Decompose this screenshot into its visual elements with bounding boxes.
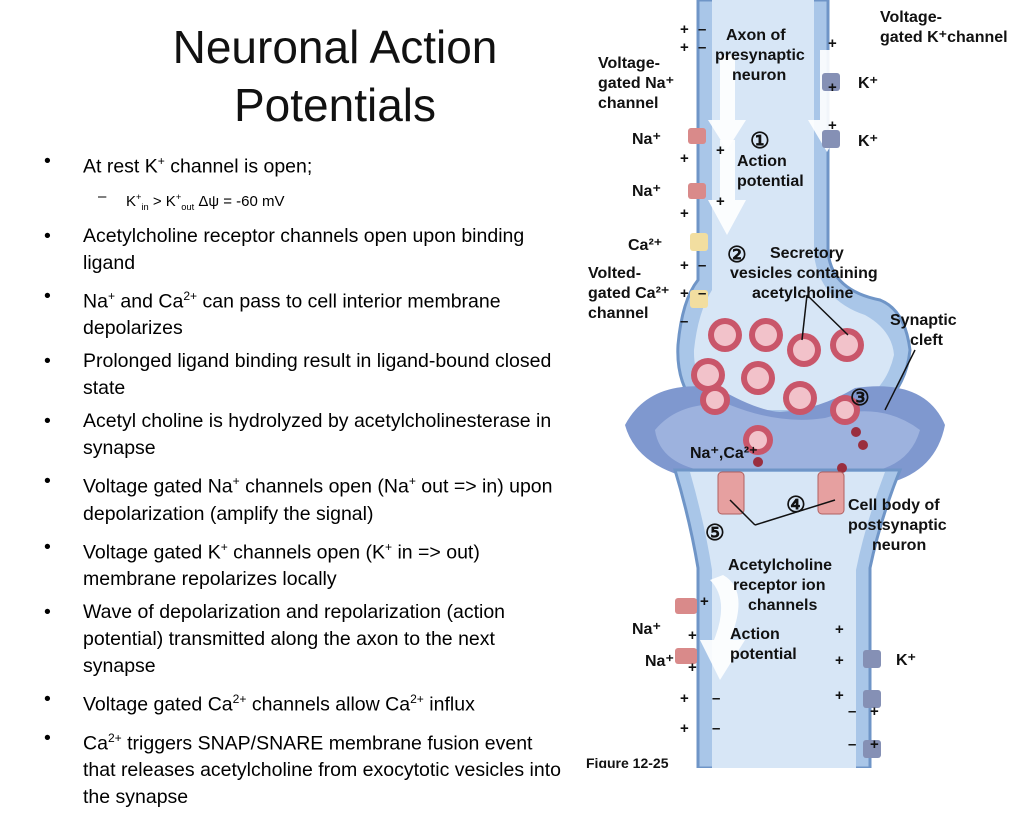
secretory-label-2: vesicles containing xyxy=(730,265,878,282)
svg-text:+: + xyxy=(680,150,689,167)
svg-text:+: + xyxy=(870,703,879,720)
na-channels xyxy=(675,128,706,664)
na-ca-label: Na⁺,Ca²⁺ xyxy=(690,445,758,462)
vg-k-label-1: Voltage- xyxy=(880,9,942,26)
axon-label-1: Axon of xyxy=(726,27,786,44)
bullet-item: Wave of depolarization and repolarizatio… xyxy=(40,599,565,680)
step-1-marker: ① xyxy=(750,128,770,153)
k-label-1: K⁺ xyxy=(858,75,878,92)
svg-text:–: – xyxy=(680,313,688,330)
bullet-item: At rest K+ channel is open; xyxy=(40,148,565,181)
svg-text:+: + xyxy=(835,687,844,704)
svg-text:+: + xyxy=(680,257,689,274)
svg-text:–: – xyxy=(698,257,706,274)
svg-text:+: + xyxy=(680,690,689,707)
bullet-item: Prolonged ligand binding result in ligan… xyxy=(40,348,565,402)
action-potential-2-label-1: Action xyxy=(730,626,780,643)
svg-text:+: + xyxy=(870,736,879,753)
sub-bullet-item: K+in > K+out Δψ = -60 mV xyxy=(40,187,565,217)
svg-text:+: + xyxy=(688,627,697,644)
secretory-label-3: acetylcholine xyxy=(752,285,853,302)
arrow-down-1 xyxy=(708,55,746,150)
na-label-1: Na⁺ xyxy=(632,131,661,148)
svg-text:+: + xyxy=(680,285,689,302)
svg-text:+: + xyxy=(700,593,709,610)
k-label-3: K⁺ xyxy=(896,652,916,669)
step-4-marker: ④ xyxy=(786,492,806,517)
bullet-item: Voltage gated Ca2+ channels allow Ca2+ i… xyxy=(40,686,565,719)
svg-text:+: + xyxy=(828,79,837,96)
ach-receptor-label-2: receptor ion xyxy=(733,577,825,594)
step-5-marker: ⑤ xyxy=(705,520,725,545)
action-potential-2-label-2: potential xyxy=(730,646,797,663)
vg-na-label-1: Voltage- xyxy=(598,55,660,72)
na-label-3: Na⁺ xyxy=(632,621,661,638)
ca-channels xyxy=(690,233,708,308)
svg-text:+: + xyxy=(716,142,725,159)
svg-text:+: + xyxy=(716,193,725,210)
axon-label-2: presynaptic xyxy=(715,47,805,64)
svg-text:–: – xyxy=(848,736,856,753)
k-label-2: K⁺ xyxy=(858,133,878,150)
svg-text:+: + xyxy=(680,39,689,56)
action-potential-label-1: Action xyxy=(737,153,787,170)
arrow-down-2 xyxy=(808,50,846,152)
arrow-lower xyxy=(700,575,745,680)
bullet-list: At rest K+ channel is open; K+in > K+out … xyxy=(40,148,565,817)
svg-text:+: + xyxy=(835,652,844,669)
bullet-item: Acetylcholine receptor channels open upo… xyxy=(40,223,565,277)
vg-na-label-3: channel xyxy=(598,95,658,112)
cell-body-label-1: Cell body of xyxy=(848,497,940,514)
action-potential-label-2: potential xyxy=(737,173,804,190)
secretory-label-1: Secretory xyxy=(770,245,844,262)
svg-text:+: + xyxy=(828,117,837,134)
vg-k-label-2: gated K⁺channel xyxy=(880,29,1008,46)
svg-text:+: + xyxy=(680,21,689,38)
bullet-item: Na+ and Ca2+ can pass to cell interior m… xyxy=(40,283,565,343)
svg-text:–: – xyxy=(698,285,706,302)
figure-caption: Figure 12-25 xyxy=(586,755,669,768)
svg-text:–: – xyxy=(848,703,856,720)
svg-text:+: + xyxy=(835,621,844,638)
axon-label-3: neuron xyxy=(732,67,786,84)
ach-receptor-label-1: Acetylcholine xyxy=(728,557,832,574)
svg-text:+: + xyxy=(680,205,689,222)
svg-text:+: + xyxy=(680,720,689,737)
vg-na-label-2: gated Na⁺ xyxy=(598,75,674,92)
cell-body-label-3: neuron xyxy=(872,537,926,554)
svg-text:–: – xyxy=(712,690,720,707)
svg-text:+: + xyxy=(828,35,837,52)
svg-text:–: – xyxy=(712,720,720,737)
vg-ca-label-3: channel xyxy=(588,305,648,322)
arrow-down-3 xyxy=(708,140,746,235)
na-label-2: Na⁺ xyxy=(632,183,661,200)
charge-signs: +– +– +++ +++ ++– +–– +++ +– +– +++ –+ –… xyxy=(680,21,879,753)
svg-text:+: + xyxy=(688,659,697,676)
synaptic-cleft-label-1: Synaptic xyxy=(890,312,957,329)
svg-text:–: – xyxy=(698,39,706,56)
synapse-figure: Axon of presynaptic neuron Voltage- gate… xyxy=(586,0,1008,768)
cell-body-label-2: postsynaptic xyxy=(848,517,947,534)
svg-text:–: – xyxy=(698,21,706,38)
bullet-item: Acetyl choline is hydrolyzed by acetylch… xyxy=(40,408,565,462)
synaptic-cleft-label-2: cleft xyxy=(910,332,944,349)
k-channels xyxy=(822,73,881,758)
slide-title: Neuronal Action Potentials xyxy=(172,21,498,131)
bullet-item: Voltage gated K+ channels open (K+ in =>… xyxy=(40,534,565,594)
step-3-marker: ③ xyxy=(850,385,870,410)
step-2-marker: ② xyxy=(727,242,747,267)
ach-receptor-label-3: channels xyxy=(748,597,817,614)
na-label-4: Na⁺ xyxy=(645,653,674,670)
vg-ca-label-1: Volted- xyxy=(588,265,641,282)
vesicles xyxy=(691,318,868,473)
ca-label: Ca²⁺ xyxy=(628,237,662,254)
vg-ca-label-2: gated Ca²⁺ xyxy=(588,285,669,302)
bullet-item: Voltage gated Na+ channels open (Na+ out… xyxy=(40,468,565,528)
